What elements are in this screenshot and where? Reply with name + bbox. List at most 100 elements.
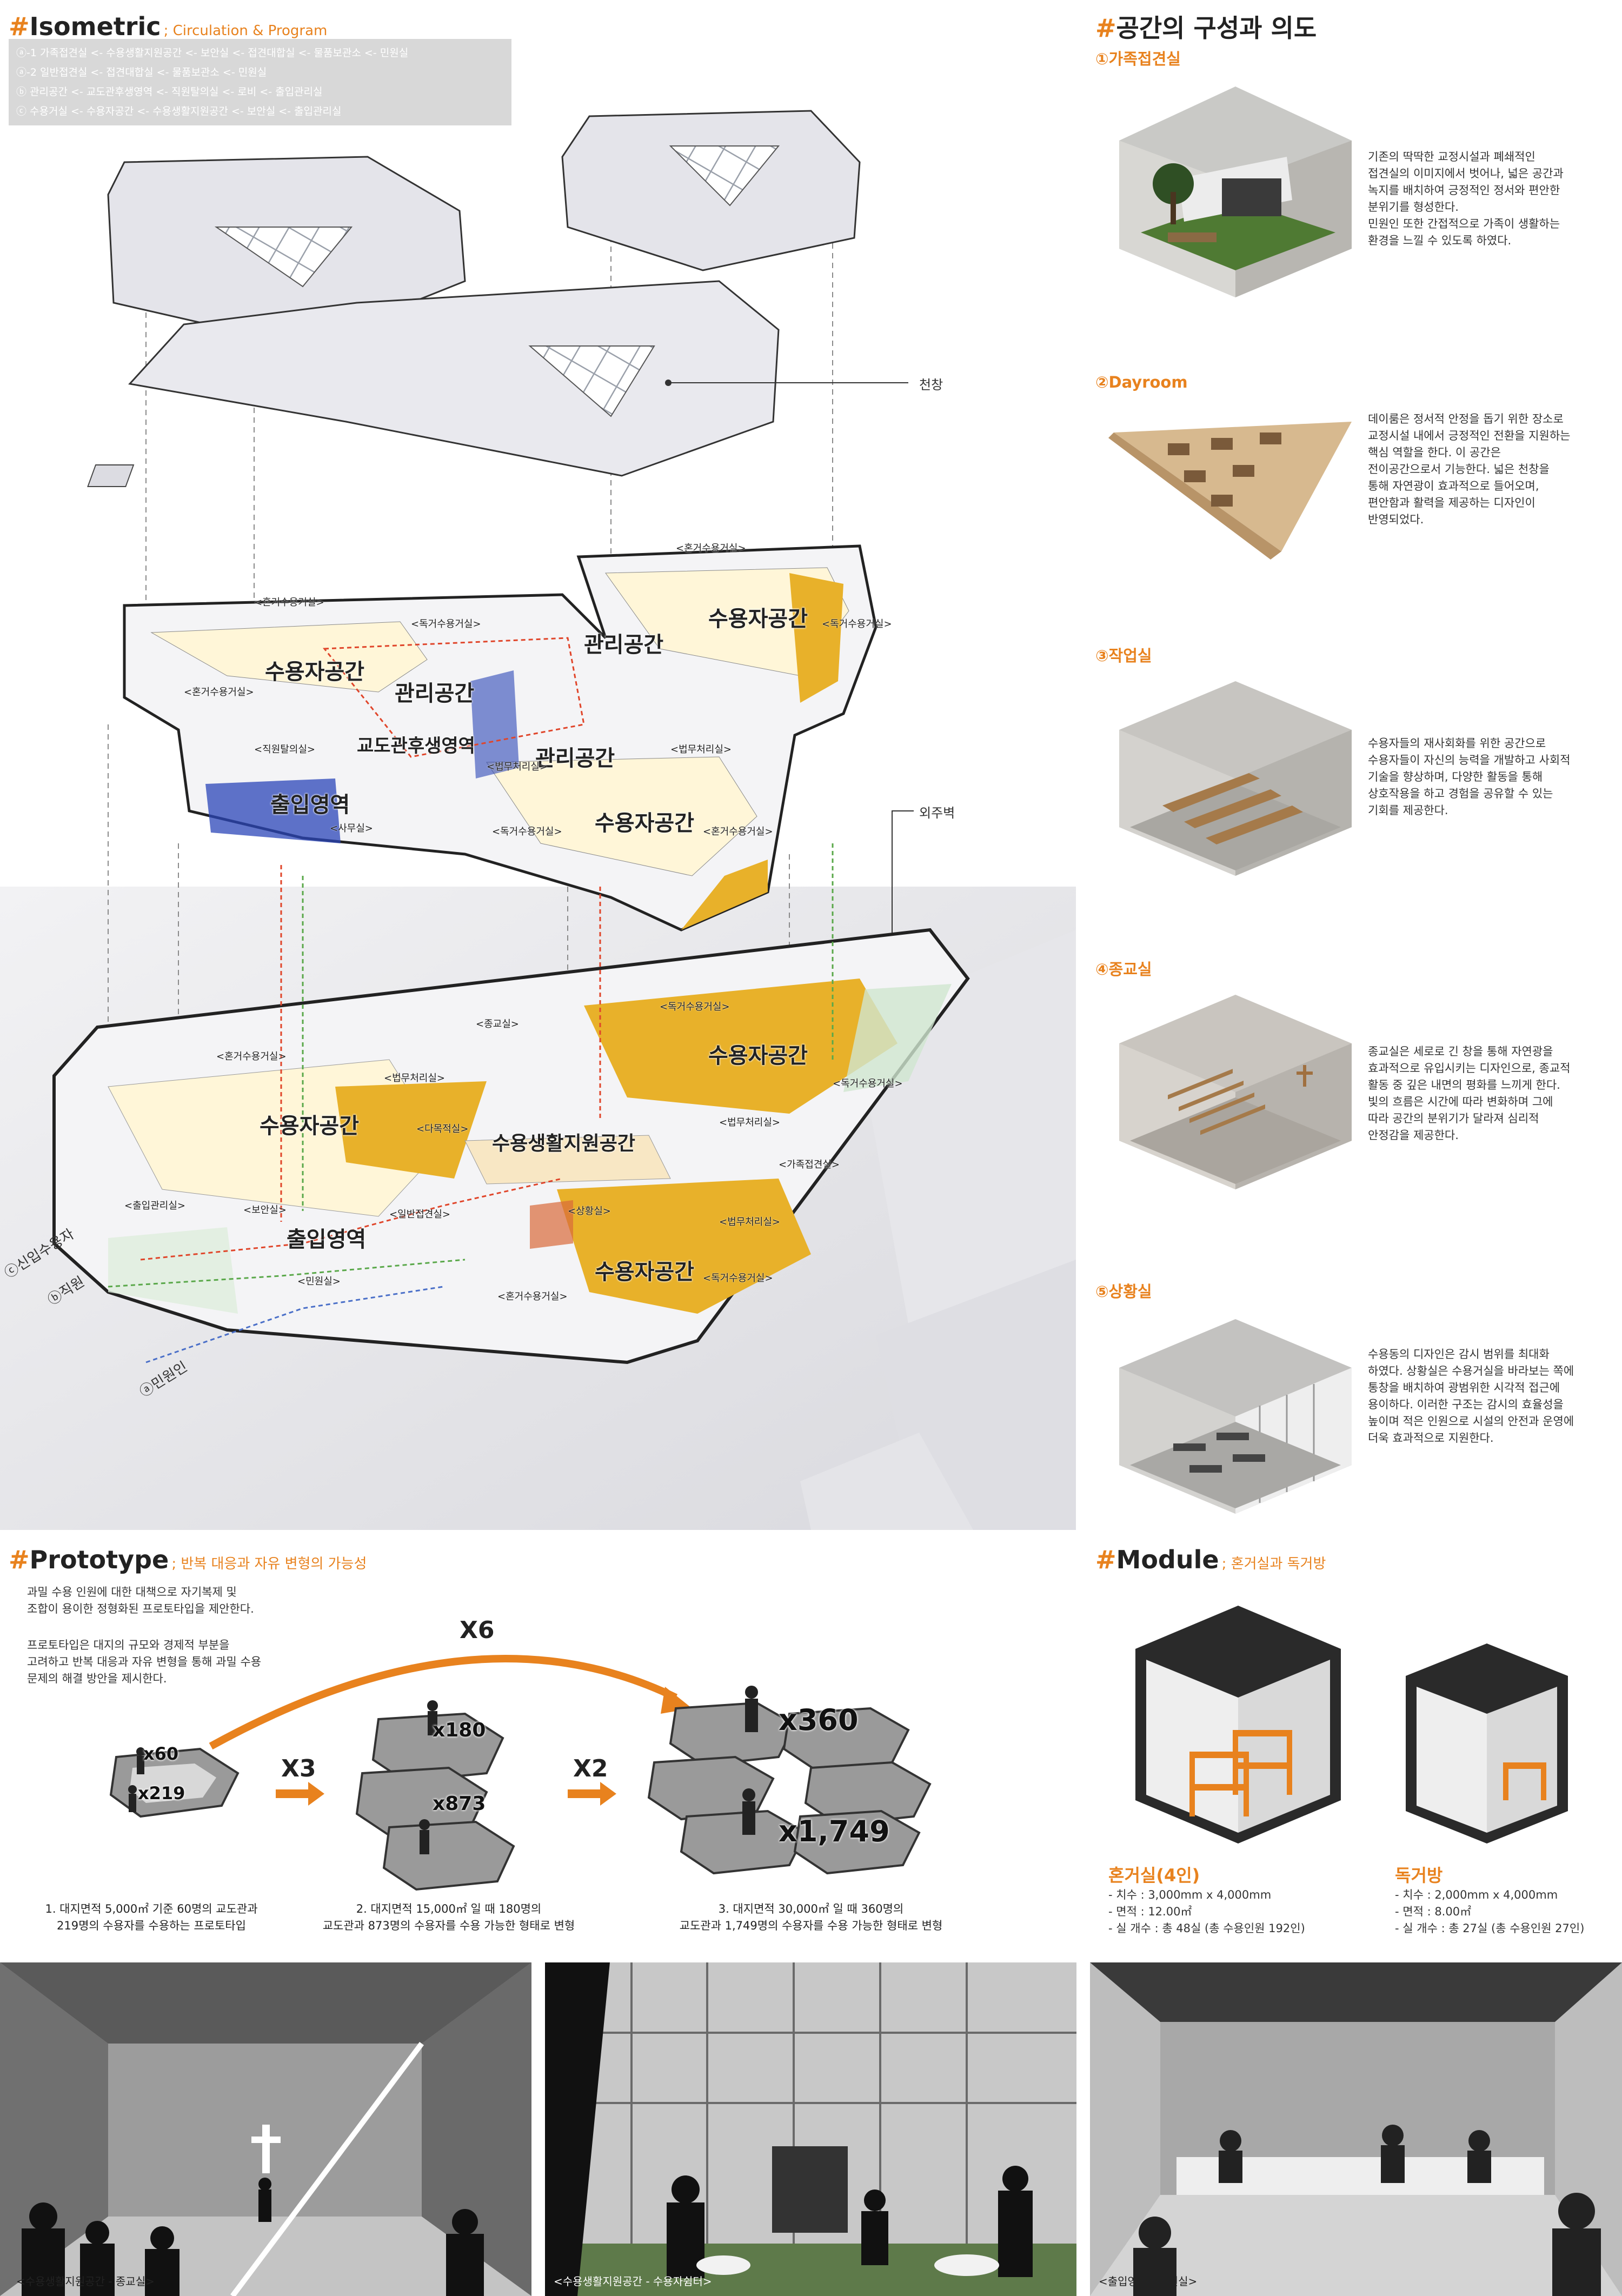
text-line: 상호작용을 하고 경험을 공유할 수 있는: [1368, 787, 1553, 800]
text-line: 통해 자연광이 효과적으로 들어오며,: [1368, 480, 1539, 493]
text-line: 통창을 배치하여 광범위한 시각적 접근에: [1368, 1381, 1560, 1394]
x3-arrow: [276, 1789, 308, 1798]
legend-line: ⓒ 수용거실 <- 수용자공간 <- 수용생활지원공간 <- 보안실 <- 출입…: [16, 105, 342, 117]
officer-count: x60: [143, 1743, 179, 1764]
spec-line: - 실 개수 : 총 48실 (총 수용인원 192인): [1108, 1922, 1305, 1935]
text-line: 교정시설 내에서 긍정적인 전환을 지원하는: [1368, 429, 1571, 442]
prototype-title: Prototype: [29, 1545, 169, 1574]
room-label: <법무처리실>: [719, 1216, 780, 1228]
hash-mark: #: [1095, 14, 1116, 43]
roof-slab: [128, 280, 780, 477]
room-label: <법무처리실>: [487, 761, 548, 773]
text-line: 접견실의 이미지에서 벗어나, 넓은 공간과: [1368, 167, 1564, 180]
text-line: 기술을 향상하며, 다양한 활동을 통해: [1368, 770, 1543, 783]
text-line: 반영되었다.: [1368, 513, 1424, 526]
text-line: 기회를 제공한다.: [1368, 804, 1448, 817]
room-label: <법무처리실>: [719, 1117, 780, 1128]
room-label: <직원탈의실>: [254, 744, 315, 755]
text-line: 수용자들의 재사회화를 위한 공간으로: [1368, 737, 1546, 750]
text-line: 219명의 수용자를 수용하는 프로토타입: [57, 1919, 246, 1932]
text-line: 하였다. 상황실은 수용거실을 바라보는 쪽에: [1368, 1365, 1574, 1377]
room-label: <혼거수용거실>: [703, 826, 773, 837]
text-line: 기존의 딱딱한 교정시설과 폐쇄적인: [1368, 150, 1535, 163]
officer-count: x360: [779, 1703, 859, 1737]
text-line: 조합이 용이한 정형화된 프로토타입을 제안한다.: [27, 1602, 254, 1615]
hash-mark: #: [9, 1545, 30, 1574]
module-renders: [1135, 1606, 1568, 1844]
prototype-caption: 1. 대지면적 5,000㎡ 기준 60명의 교도관과 219명의 수용자를 수…: [11, 1901, 292, 1934]
text-line: 교도관과 1,749명의 수용자를 수용 가능한 형태로 변형: [679, 1919, 943, 1932]
text-line: 핵심 역할을 한다. 이 공간은: [1368, 446, 1501, 459]
text-line: 데이룸은 정서적 안정을 돕기 위한 장소로: [1368, 412, 1564, 425]
photo-caption: <출입영역 - 민원실>: [1099, 2275, 1198, 2288]
room-label: <혼거수용거실>: [254, 597, 324, 608]
skylight-grid: [214, 227, 353, 288]
spec-line: - 면적 : 8.00㎡: [1395, 1905, 1472, 1918]
spec-line: - 치수 : 3,000mm x 4,000mm: [1108, 1888, 1272, 1901]
room-label: <독거수용거실>: [660, 1001, 730, 1013]
prototype-unit-6x: [647, 1701, 932, 1875]
composition-item-head: ④종교실: [1095, 960, 1152, 979]
prototype-intro: 프로토타입은 대지의 규모와 경제적 부분을 고려하고 반복 대응과 자유 변형…: [27, 1637, 373, 1687]
composition-header: #공간의 구성과 의도: [1095, 9, 1317, 44]
text-line: 교도관과 873명의 수용자를 수용 가능한 형태로 변형: [322, 1919, 575, 1932]
legend-line: ⓐ-2 일반접견실 <- 접견대합실 <- 물품보관소 <- 민원실: [16, 66, 267, 78]
room-label: <혼거수용거실>: [216, 1051, 287, 1062]
text-line: 종교실은 세로로 긴 창을 통해 자연광을: [1368, 1045, 1553, 1058]
text-line: 전이공간으로서 기능한다. 넓은 천창을: [1368, 463, 1550, 476]
civil-service-scene: [1090, 1962, 1622, 2296]
prototype-header: #Prototype ; 반복 대응과 자유 변형의 가능성: [9, 1545, 367, 1574]
chapel-render: [1119, 995, 1352, 1189]
composition-item-text: 기존의 딱딱한 교정시설과 폐쇄적인 접견실의 이미지에서 벗어나, 넓은 공간…: [1368, 149, 1617, 249]
room-label: <보안실>: [243, 1204, 287, 1216]
room-label: <혼거수용거실>: [497, 1291, 568, 1302]
render-inmate-lounge: <수용생활지원공간 - 수용자쉼터>: [545, 1962, 1076, 2296]
composition-item-text: 데이룸은 정서적 안정을 돕기 위한 장소로 교정시설 내에서 긍정적인 전환을…: [1368, 411, 1617, 528]
legend-line: ⓐ-1 가족접견실 <- 수용생활지원공간 <- 보안실 <- 접견대합실 <-…: [16, 47, 409, 59]
text-line: 1. 대지면적 5,000㎡ 기준 60명의 교도관과: [45, 1902, 258, 1915]
hash-mark: #: [9, 12, 30, 41]
zone-management: 관리공간: [535, 746, 615, 771]
workshop-render: [1119, 681, 1352, 876]
room-label: <혼거수용거실>: [184, 687, 254, 698]
room-label: <독거수용거실>: [703, 1273, 773, 1284]
room-label: <법무처리실>: [670, 744, 732, 755]
room-label: <혼거수용거실>: [676, 543, 746, 554]
spec-line: - 면적 : 12.00㎡: [1108, 1905, 1192, 1918]
prototype-caption: 3. 대지면적 30,000㎡ 일 때 360명의 교도관과 1,749명의 수…: [638, 1901, 984, 1934]
spec-line: - 치수 : 2,000mm x 4,000mm: [1395, 1888, 1558, 1901]
chapel-scene: [0, 1962, 531, 2296]
text-line: 수용자들이 자신의 능력을 개발하고 사회적: [1368, 754, 1571, 767]
text-line: 프로토타입은 대지의 규모와 경제적 부분을: [27, 1639, 230, 1652]
text-line: 문제의 해결 방안을 제시한다.: [27, 1672, 167, 1685]
text-line: 편안함과 활력을 제공하는 디자인이: [1368, 496, 1535, 509]
text-line: 활동 중 깊은 내면의 평화를 느끼게 한다.: [1368, 1079, 1560, 1092]
hash-mark: #: [1095, 1545, 1116, 1574]
text-line: 환경을 느낄 수 있도록 하였다.: [1368, 234, 1512, 247]
room-label: <상황실>: [568, 1206, 611, 1217]
dayroom-render: [1108, 422, 1352, 560]
text-line: 효과적으로 유입시키는 디자인으로, 종교적: [1368, 1062, 1571, 1075]
text-line: 수용동의 디자인은 감시 범위를 최대화: [1368, 1348, 1550, 1361]
composition-item-text: 수용동의 디자인은 감시 범위를 최대화 하였다. 상황실은 수용거실을 바라보…: [1368, 1346, 1617, 1447]
zone-entry: 출입영역: [270, 793, 350, 817]
text-line: 높이며 적은 인원으로 시설의 안전과 운영에: [1368, 1415, 1574, 1428]
room-label: <사무실>: [330, 823, 373, 834]
zone-inmate: 수용자공간: [595, 811, 694, 836]
skylight-grid: [528, 345, 655, 417]
room-label: <가족접견실>: [779, 1159, 840, 1170]
legend-line: ⓑ 관리공간 <- 교도관후생영역 <- 직원탈의실 <- 로비 <- 출입관리…: [16, 86, 323, 98]
room-label: <일반접견실>: [389, 1209, 450, 1220]
isometric-title: Isometric: [29, 12, 161, 41]
room-label: <독거수용거실>: [822, 618, 892, 630]
x2-arrow: [568, 1789, 600, 1798]
text-line: 녹지를 배치하여 긍정적인 정서와 편안한: [1368, 184, 1560, 197]
x6-arrow: [209, 1655, 678, 1750]
module-shared-head: 혼거실(4인): [1108, 1865, 1200, 1886]
module-single-head: 독거방: [1395, 1865, 1443, 1886]
zone-officer-welfare: 교도관후생영역: [357, 735, 475, 757]
control-room-render: [1119, 1319, 1352, 1514]
text-line: 안정감을 제공한다.: [1368, 1129, 1459, 1142]
isometric-drawing: [0, 110, 1076, 1530]
prototype-unit-3x: [355, 1712, 515, 1891]
